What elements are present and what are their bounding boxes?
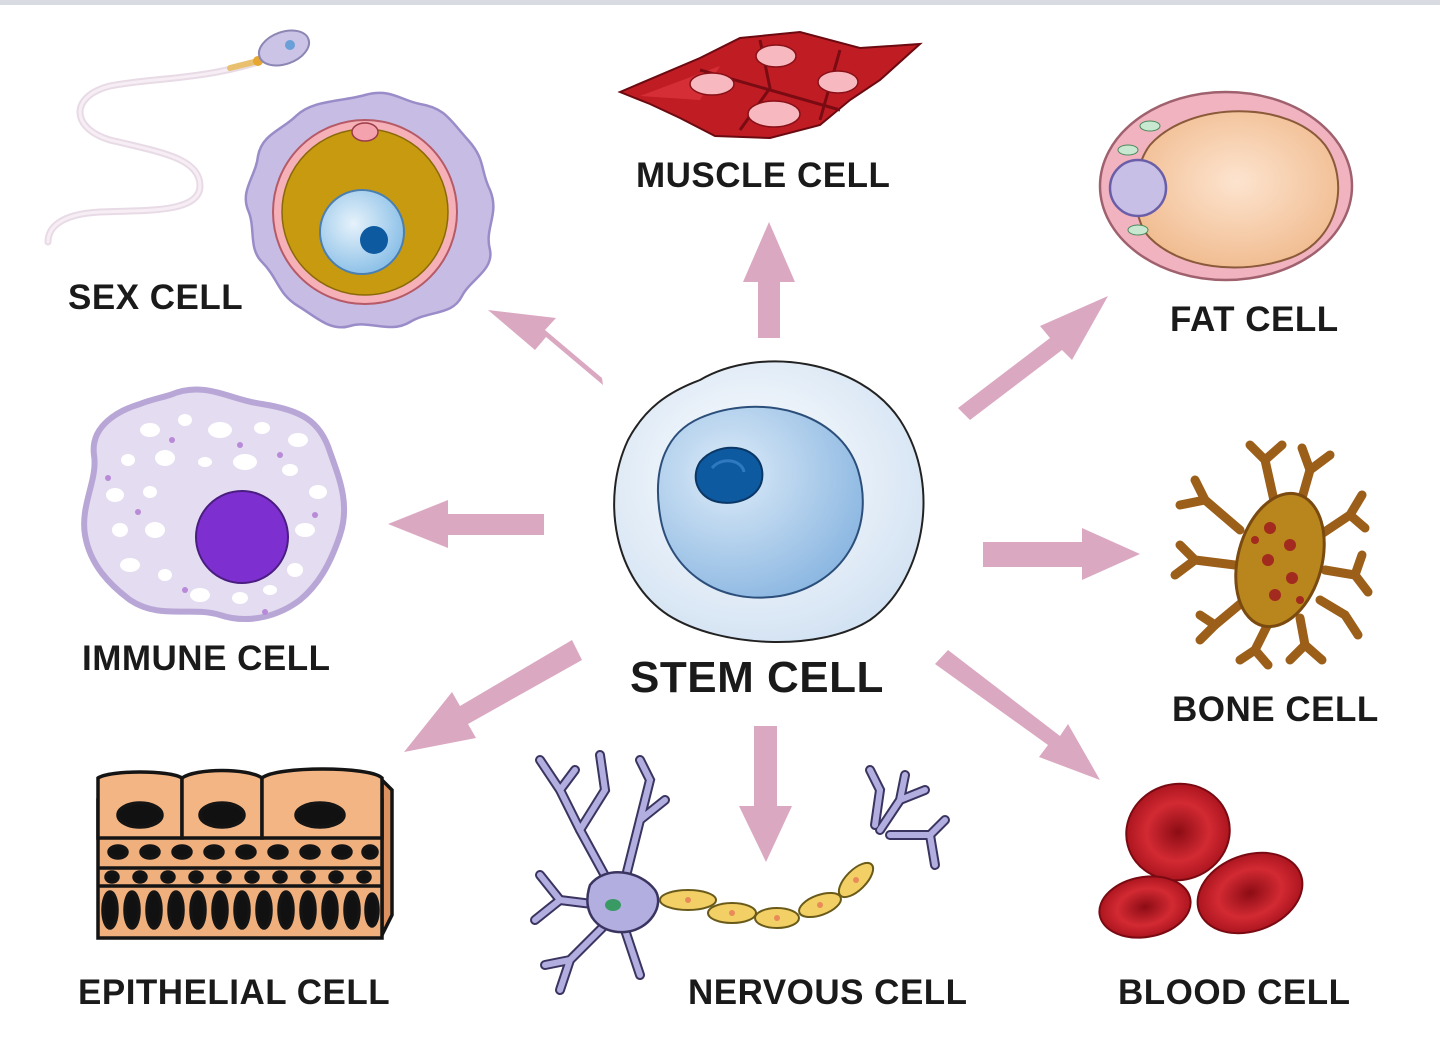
arrow-to-sex xyxy=(488,310,603,385)
bone-cell-body xyxy=(1234,491,1326,629)
label-bone-cell: BONE CELL xyxy=(1172,690,1379,729)
label-muscle-cell: MUSCLE CELL xyxy=(636,156,891,195)
arrow-to-fat xyxy=(958,296,1108,420)
arrow-to-nervous xyxy=(739,726,792,862)
immune-cell-illustration xyxy=(81,386,348,623)
arrow-to-blood xyxy=(935,650,1100,780)
blood-cell-illustration xyxy=(1098,782,1304,939)
label-epithelial-cell: EPITHELIAL CELL xyxy=(78,973,391,1012)
label-sex-cell: SEX CELL xyxy=(68,278,244,317)
bone-cell-illustration xyxy=(1170,440,1373,670)
nervous-cell-illustration xyxy=(530,750,950,995)
label-stem-cell: STEM CELL xyxy=(630,653,884,702)
stem-cell-illustration xyxy=(613,360,925,643)
label-blood-cell: BLOOD CELL xyxy=(1118,973,1351,1012)
arrow-to-bone xyxy=(983,528,1140,580)
arrow-to-epithelial xyxy=(404,640,582,752)
fat-cell-illustration xyxy=(1098,90,1354,282)
arrows xyxy=(388,222,1140,862)
epithelial-cell-illustration xyxy=(96,767,394,940)
label-fat-cell: FAT CELL xyxy=(1170,300,1339,339)
label-nervous-cell: NERVOUS CELL xyxy=(688,973,968,1012)
muscle-cell-illustration xyxy=(617,30,923,140)
arrow-to-immune xyxy=(388,500,544,548)
sex-cell-illustration xyxy=(44,29,495,329)
top-border xyxy=(0,0,1440,5)
label-immune-cell: IMMUNE CELL xyxy=(82,639,331,678)
arrow-to-muscle xyxy=(743,222,795,338)
